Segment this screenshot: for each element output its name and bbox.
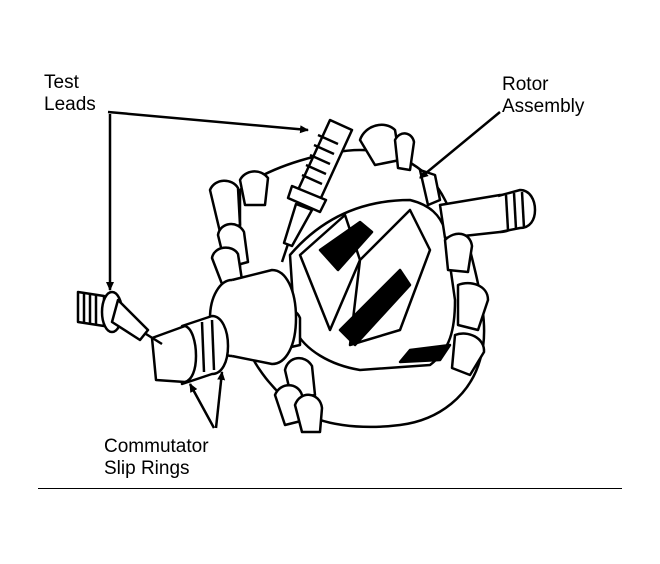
rotor-assembly-label-line1: Rotor [502,74,549,95]
test-leads-label: Test Leads [44,72,96,116]
test-leads-label-line2: Leads [44,94,96,115]
leader-lines [106,110,501,429]
rotor-assembly-label: Rotor Assembly [502,74,584,118]
commutator-slip-rings [150,268,298,386]
bottom-divider [38,488,622,489]
test-lead-top [280,118,354,263]
rotor-assembly-label-line2: Assembly [502,96,585,117]
commutator-slip-rings-label: Commutator Slip Rings [104,436,209,480]
test-lead-left [76,290,163,346]
commutator-label-line2: Slip Rings [104,458,190,479]
commutator-label-line1: Commutator [104,436,209,457]
test-leads-label-line1: Test [44,72,79,93]
